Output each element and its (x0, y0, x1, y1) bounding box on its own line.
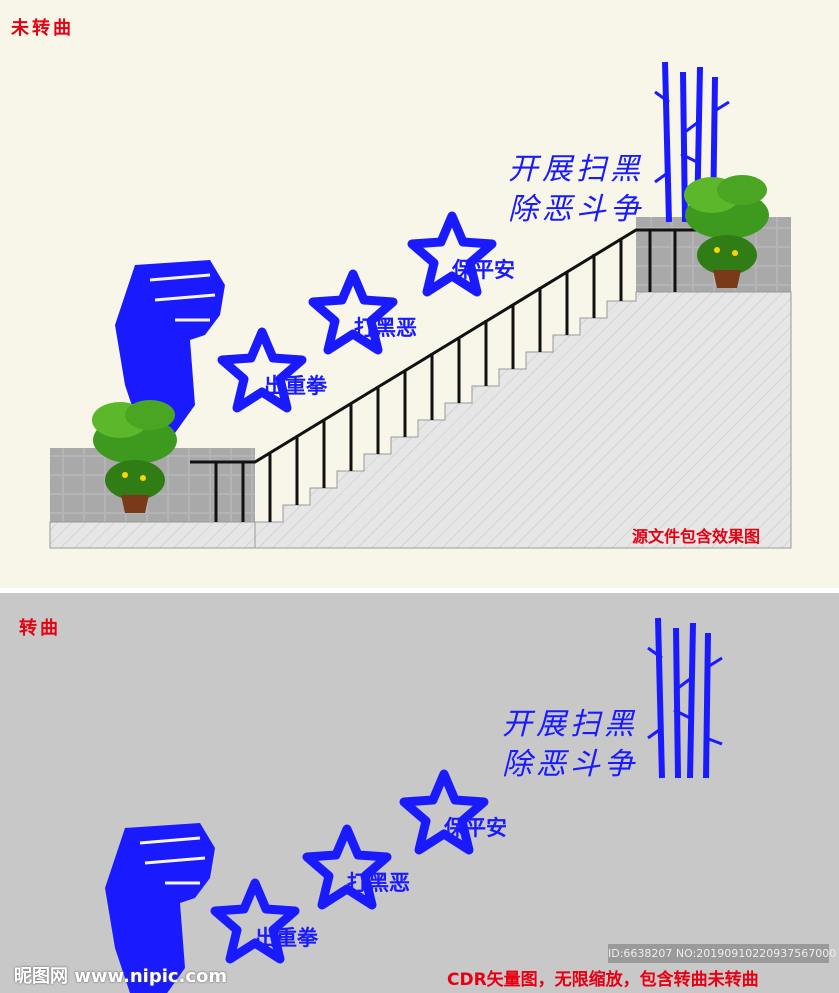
star-label: 出重拳 (255, 926, 319, 950)
bamboo-graphic (648, 618, 722, 778)
effect-note: 源文件包含效果图 (632, 527, 761, 546)
star-label: 出重拳 (264, 374, 328, 398)
unconverted-panel: 未转曲 出重拳 打黑恶 保平安 开展扫黑 除恶斗争 源文件包含 (0, 0, 839, 588)
staircase-illustration: 出重拳 打黑恶 保平安 (49, 0, 792, 549)
star-label: 打黑恶 (354, 316, 417, 340)
converted-panel: 转曲 出重拳 打黑恶 保平安 开展扫黑 除恶斗争 (0, 593, 839, 993)
watermark-site: 昵图网 www.nipic.com (14, 966, 228, 987)
slogan-line: 开展扫黑 (502, 707, 638, 742)
slogan-line: 开展扫黑 (508, 152, 644, 187)
caption: CDR矢量图，无限缩放，包含转曲未转曲 (447, 970, 759, 990)
panel-label: 未转曲 (11, 18, 74, 39)
star-label: 保平安 (443, 816, 507, 840)
panel-label: 转曲 (19, 618, 61, 639)
star-label: 保平安 (451, 258, 515, 282)
star-label: 打黑恶 (347, 871, 410, 895)
slogan: 开展扫黑 除恶斗争 (502, 705, 638, 785)
watermark-id: ID:6638207 NO:20190910220937567000 (608, 944, 836, 963)
slogan: 开展扫黑 除恶斗争 (508, 150, 644, 230)
slogan-line: 除恶斗争 (502, 747, 638, 782)
slogan-line: 除恶斗争 (508, 192, 644, 227)
vector-illustration: 出重拳 打黑恶 保平安 (103, 593, 839, 993)
